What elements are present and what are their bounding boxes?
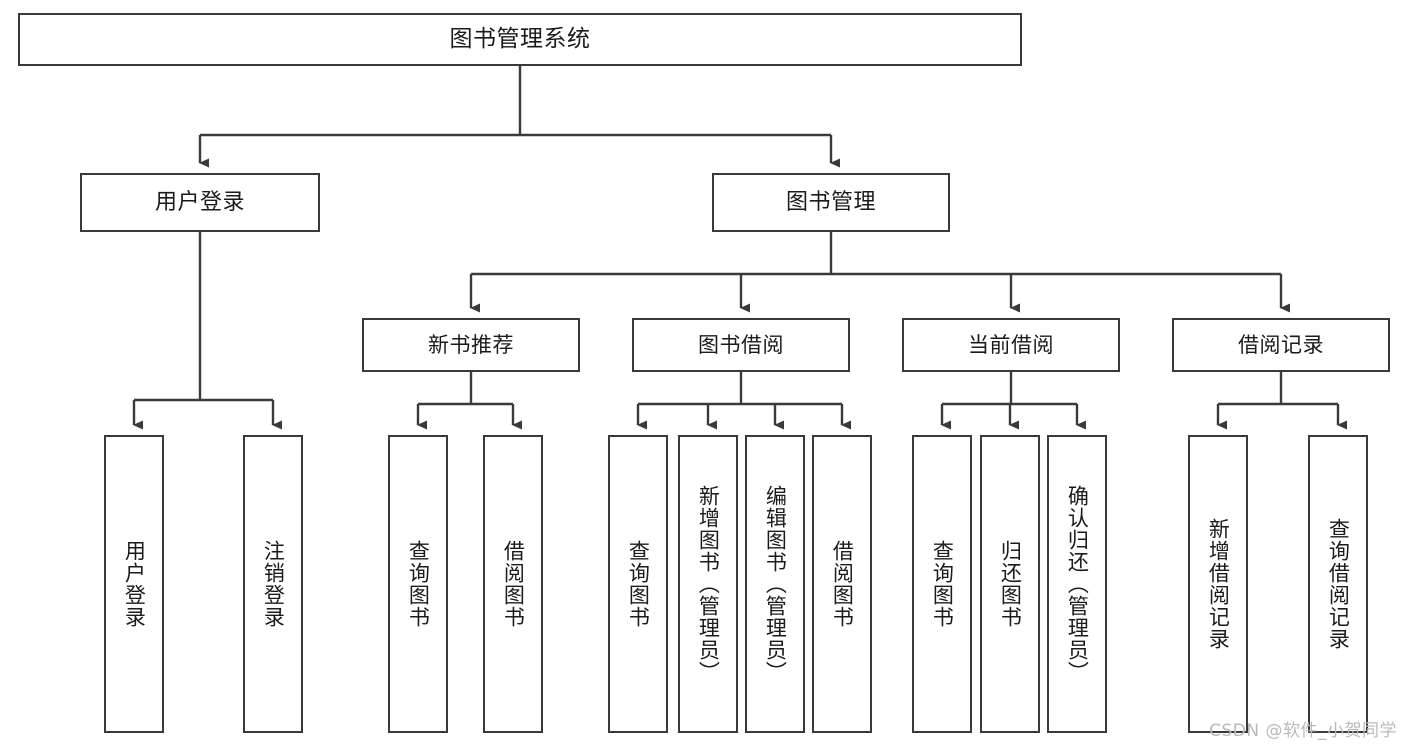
node-current-borrow[interactable]: 当前借阅: [902, 318, 1120, 372]
node-leaf-logout-login[interactable]: 注销登录: [243, 435, 303, 733]
leaf-node-label: 借阅图书: [830, 540, 855, 628]
level1-node-label: 图书管理: [785, 189, 876, 215]
node-borrow-record[interactable]: 借阅记录: [1172, 318, 1390, 372]
node-leaf-borrow-book-1[interactable]: 借阅图书: [483, 435, 543, 733]
leaf-node-label: 新增图书（管理员）: [696, 485, 721, 683]
leaf-node-label: 注销登录: [261, 540, 286, 628]
leaf-node-label: 归还图书: [998, 540, 1023, 628]
node-leaf-confirm-return[interactable]: 确认归还（管理员）: [1047, 435, 1107, 733]
watermark-text: CSDN @软件_小贺同学: [1209, 721, 1397, 741]
leaf-node-label: 用户登录: [122, 540, 147, 628]
leaf-node-label: 查询图书: [406, 540, 431, 628]
node-leaf-add-book[interactable]: 新增图书（管理员）: [678, 435, 738, 733]
connector-lines: [132, 66, 1347, 430]
node-leaf-query-book-1[interactable]: 查询图书: [388, 435, 448, 733]
leaf-node-label: 查询借阅记录: [1326, 518, 1351, 650]
root-node-label: 图书管理系统: [449, 25, 591, 52]
level2-node-label: 借阅记录: [1238, 332, 1324, 357]
level2-node-label: 新书推荐: [428, 332, 514, 357]
node-new-book-recommend[interactable]: 新书推荐: [362, 318, 580, 372]
node-leaf-borrow-book-2[interactable]: 借阅图书: [812, 435, 872, 733]
node-leaf-return-book[interactable]: 归还图书: [980, 435, 1040, 733]
level2-node-label: 图书借阅: [698, 332, 784, 357]
node-leaf-edit-book[interactable]: 编辑图书（管理员）: [745, 435, 805, 733]
node-user-login[interactable]: 用户登录: [80, 173, 320, 232]
level2-node-label: 当前借阅: [968, 332, 1054, 357]
level1-node-label: 用户登录: [154, 189, 245, 215]
node-undefined[interactable]: 图书管理系统: [18, 13, 1022, 66]
node-leaf-query-record[interactable]: 查询借阅记录: [1308, 435, 1368, 733]
leaf-node-label: 确认归还（管理员）: [1065, 485, 1090, 683]
node-leaf-query-book-2[interactable]: 查询图书: [608, 435, 668, 733]
node-book-management[interactable]: 图书管理: [712, 173, 950, 232]
leaf-node-label: 编辑图书（管理员）: [763, 485, 788, 683]
leaf-node-label: 借阅图书: [501, 540, 526, 628]
node-leaf-user-login[interactable]: 用户登录: [104, 435, 164, 733]
node-leaf-query-book-3[interactable]: 查询图书: [912, 435, 972, 733]
node-leaf-add-record[interactable]: 新增借阅记录: [1188, 435, 1248, 733]
leaf-node-label: 新增借阅记录: [1206, 518, 1231, 650]
node-book-borrow[interactable]: 图书借阅: [632, 318, 850, 372]
leaf-node-label: 查询图书: [626, 540, 651, 628]
leaf-node-label: 查询图书: [930, 540, 955, 628]
